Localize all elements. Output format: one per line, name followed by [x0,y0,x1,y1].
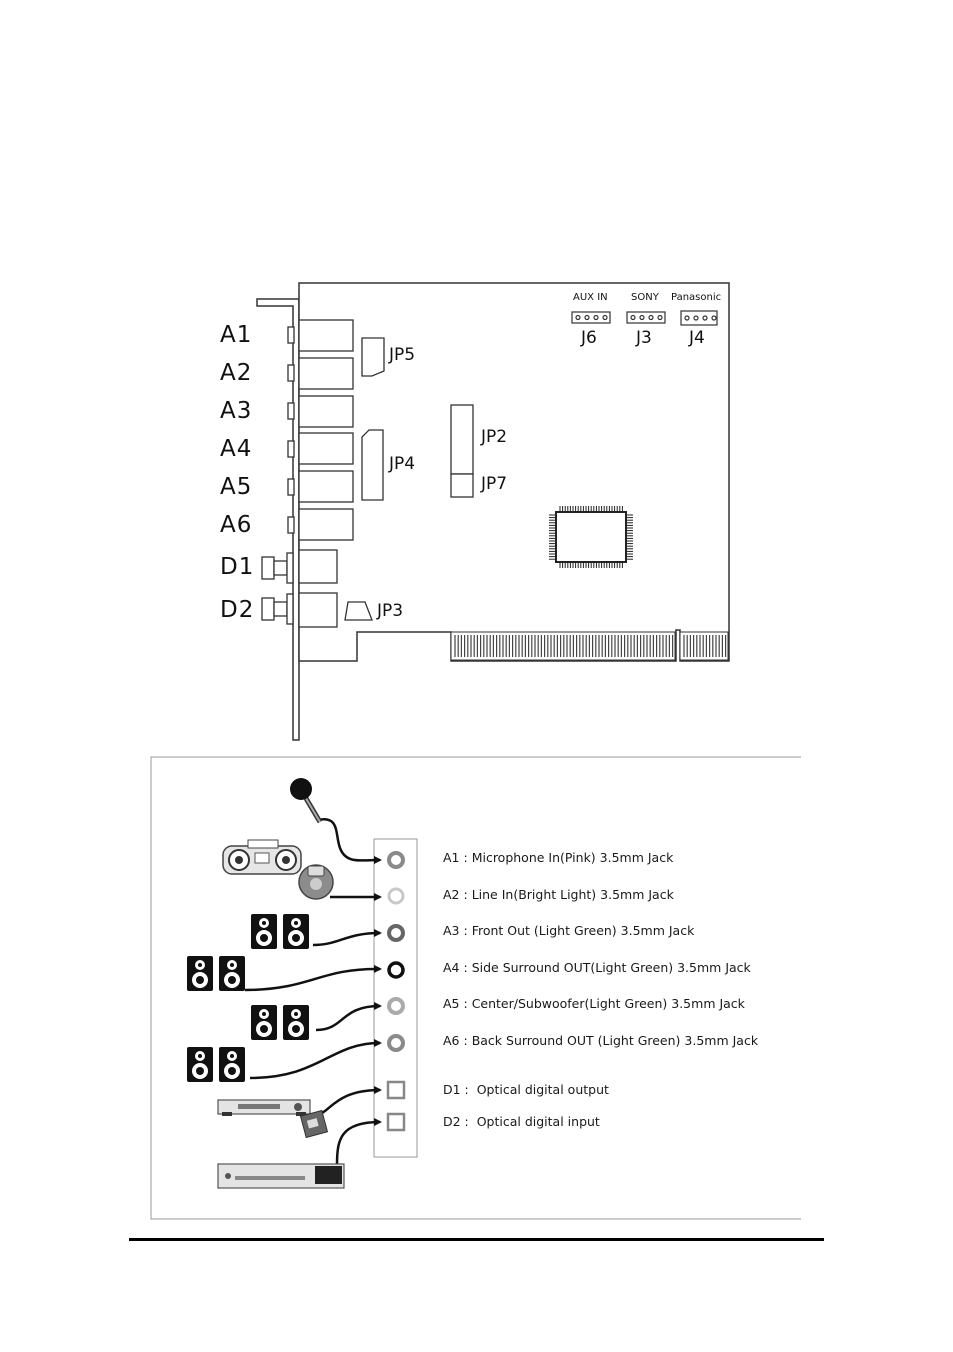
cd-player-icon [298,864,334,900]
jack-a5 [387,997,405,1015]
legend-text: Optical digital input [476,1114,600,1129]
port-label-d2: D2 [220,597,255,623]
legend-text: Side Surround OUT(Light Green) 3.5mm Jac… [471,960,751,975]
jp4-jumper [361,429,384,501]
port-label-a4: A4 [220,436,253,462]
jack-a2 [387,887,405,905]
jack-a4 [387,961,405,979]
jack-d2 [386,1112,406,1132]
legend-code: A2 [443,887,460,902]
cable-a3 [312,929,382,947]
header-id-j4: J4 [689,328,705,348]
panel-jacks [386,851,406,1132]
jack-a6 [387,1034,405,1052]
receiver-icon [217,1099,311,1116]
jp3-jumper [344,601,373,621]
legend-code: A3 [443,923,460,938]
header-name-panasonic: Panasonic [671,292,722,303]
jp7-label: JP7 [481,474,508,494]
legend-text: Optical digital output [476,1082,609,1097]
port-label-a2: A2 [220,360,253,386]
jp2-jumper [450,404,474,475]
cables [244,817,382,1166]
legend-code: A5 [443,996,460,1011]
legend-text: Center/Subwoofer(Light Green) 3.5mm Jack [471,996,745,1011]
side-speakers-icon [187,956,245,991]
legend-sep: : [460,1114,477,1129]
jp2-label: JP2 [481,427,508,447]
cd-audio-headers [571,310,718,326]
digital-deck-icon [217,1163,345,1189]
header-name-sony: SONY [631,292,659,303]
legend-sep: : [459,887,472,902]
cable-d2 [335,1118,382,1166]
port-label-d1: D1 [220,554,255,580]
legend-text: Front Out (Light Green) 3.5mm Jack [471,923,695,938]
header-id-j6: J6 [581,328,597,348]
legend-code: A6 [443,1033,460,1048]
legend-item-a3: A3 : Front Out (Light Green) 3.5mm Jack [443,923,694,938]
footer-rule [129,1238,824,1241]
legend-item-a4: A4 : Side Surround OUT(Light Green) 3.5m… [443,960,751,975]
legend-text: Microphone In(Pink) 3.5mm Jack [471,850,674,865]
legend-code: D1 [443,1082,461,1097]
legend-item-d2: D2 : Optical digital input [443,1114,600,1129]
optical-jack-row [261,549,338,628]
legend-item-a2: A2 : Line In(Bright Light) 3.5mm Jack [443,887,674,902]
header-id-j3: J3 [636,328,652,348]
port-label-a3: A3 [220,398,253,424]
minidisc-icon [299,1109,329,1139]
center-subwoofer-speakers-icon [251,1005,309,1040]
legend-text: Line In(Bright Light) 3.5mm Jack [471,887,674,902]
pci-edge-connector [450,631,729,661]
port-label-a6: A6 [220,512,253,538]
front-speakers-icon [251,914,309,949]
jp3-label: JP3 [377,601,404,621]
legend-code: A1 [443,850,460,865]
jp5-label: JP5 [389,345,416,365]
panel-frame [150,756,801,1220]
jp7-jumper [450,473,474,498]
legend-text: Back Surround OUT (Light Green) 3.5mm Ja… [471,1033,759,1048]
jp4-label: JP4 [389,454,416,474]
port-label-a1: A1 [220,322,253,348]
legend-item-a1: A1 : Microphone In(Pink) 3.5mm Jack [443,850,673,865]
legend-sep: : [459,960,472,975]
boombox-icon [222,839,302,875]
legend-item-a6: A6 : Back Surround OUT (Light Green) 3.5… [443,1033,758,1048]
port-label-a5: A5 [220,474,253,500]
cable-d1 [314,1086,382,1117]
legend-sep: : [459,923,472,938]
jack-strip [373,838,418,1158]
cable-a4 [244,964,382,992]
cable-a6 [249,1039,382,1080]
pcb-outline [298,282,730,662]
legend-item-a5: A5 : Center/Subwoofer(Light Green) 3.5mm… [443,996,745,1011]
legend-code: A4 [443,960,460,975]
cable-a5 [315,1002,382,1032]
analog-jack-row [287,319,354,541]
legend-item-d1: D1 : Optical digital output [443,1082,609,1097]
jp5-jumper [361,337,385,377]
legend-code: D2 [443,1114,461,1129]
legend-sep: : [460,1082,477,1097]
jack-a3 [387,924,405,942]
cable-a1 [317,817,382,865]
back-speakers-icon [187,1047,245,1082]
microphone-icon [290,778,323,824]
sound-card-board-diagram [256,282,730,741]
audio-chip [549,506,633,568]
jack-d1 [386,1080,406,1100]
legend-sep: : [459,850,472,865]
jack-a1 [387,851,405,869]
legend-sep: : [459,1033,472,1048]
legend-sep: : [459,996,472,1011]
header-name-aux-in: AUX IN [573,292,608,303]
